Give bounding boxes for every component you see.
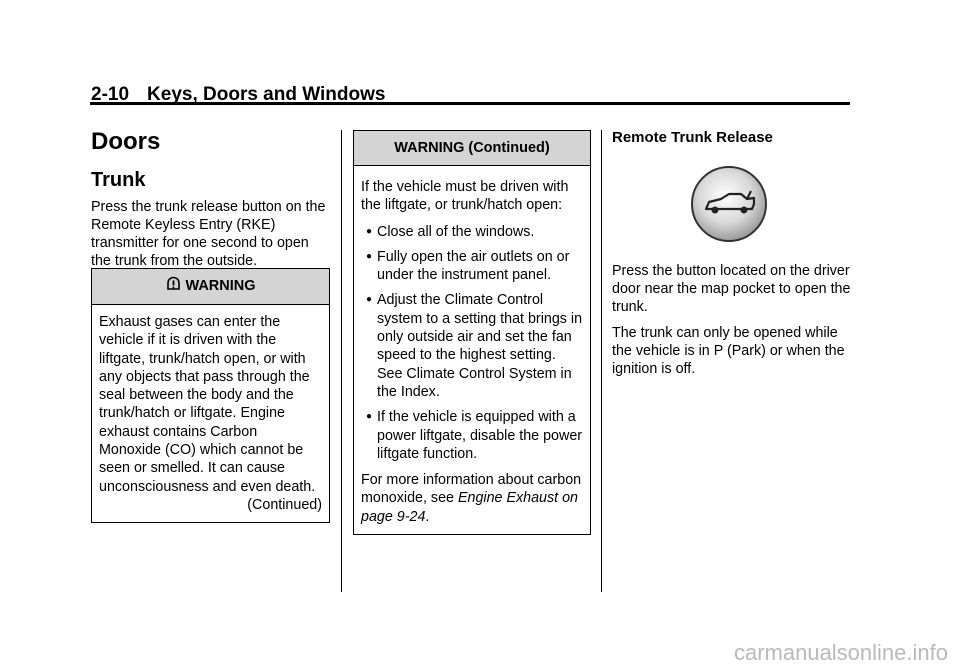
page-number: 2-10	[91, 84, 130, 105]
column-3: Remote Trunk Release Press the button lo…	[612, 128, 852, 386]
bullet-icon: ●	[366, 250, 373, 262]
watermark: carmanualsonline.info	[733, 640, 948, 665]
cross-reference-link[interactable]: Engine Exhaust on page 9-24	[361, 490, 578, 525]
trunk-intro: Press the trunk release button on the Re…	[91, 199, 326, 269]
warning-continued-header: WARNING (Continued)	[354, 131, 590, 166]
warning-box-2: WARNING (Continued) If the vehicle must …	[353, 130, 591, 536]
heading-doors: Doors	[91, 128, 161, 155]
header-rule	[90, 102, 850, 105]
warning-title: WARNING	[185, 278, 256, 294]
trunk-release-icon	[689, 164, 769, 244]
list-item: ●If the vehicle is equipped with a power…	[366, 409, 583, 462]
column-1: Doors Trunk Press the trunk release butt…	[91, 128, 331, 278]
heading-remote-trunk-release: Remote Trunk Release	[612, 129, 773, 146]
bullet-icon: ●	[366, 294, 373, 306]
continued-label: (Continued)	[247, 496, 322, 513]
section-title: Keys, Doors and Windows	[147, 84, 386, 105]
warning-bullet-list: ●Close all of the windows. ●Fully open t…	[361, 223, 583, 464]
column-divider-2	[601, 130, 602, 592]
list-item: ●Adjust the Climate Control system to a …	[366, 292, 583, 400]
warning-text: Exhaust gases can enter the vehicle if i…	[99, 314, 316, 495]
column-divider-1	[341, 130, 342, 592]
list-item: ●Close all of the windows.	[366, 223, 535, 240]
list-item: ●Fully open the air outlets on or under …	[366, 248, 570, 284]
page-header: 2-10 Keys, Doors and Windows	[91, 84, 385, 106]
bullet-icon: ●	[366, 225, 373, 237]
bullet-icon: ●	[366, 411, 373, 423]
remote-release-conditions: The trunk can only be opened while the v…	[612, 325, 845, 377]
warning-box-1: WARNING Exhaust gases can enter the vehi…	[91, 268, 330, 524]
warning-header: WARNING	[92, 269, 329, 305]
warning-lead: If the vehicle must be driven with the l…	[361, 179, 569, 214]
remote-release-instructions: Press the button located on the driver d…	[612, 263, 851, 315]
heading-trunk: Trunk	[91, 169, 146, 191]
warning-icon	[165, 272, 182, 307]
more-info: For more information about carbon monoxi…	[361, 472, 582, 525]
